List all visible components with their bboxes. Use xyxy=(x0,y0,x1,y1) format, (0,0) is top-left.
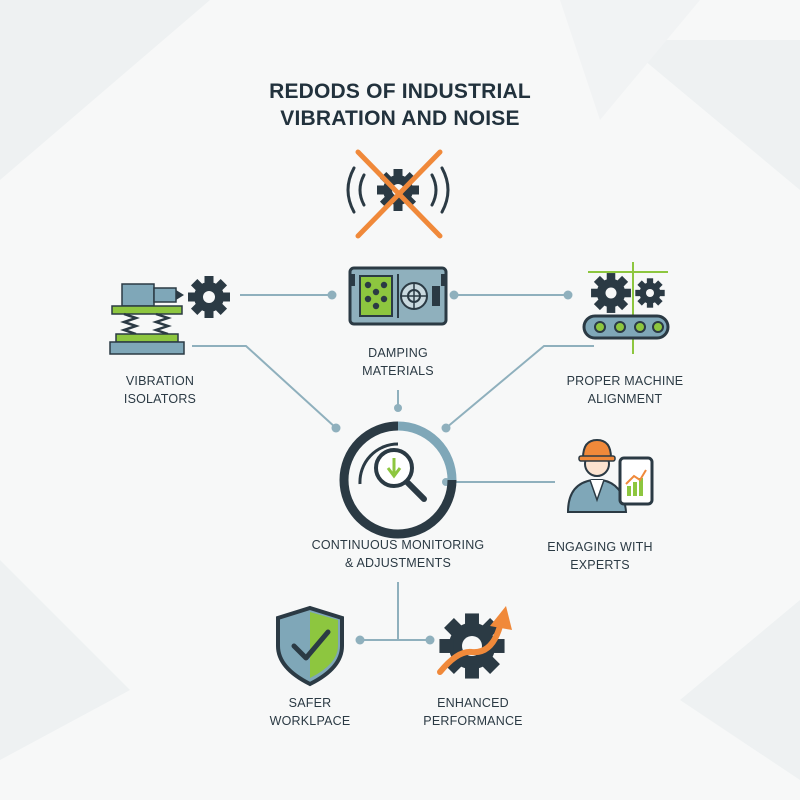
label-enhanced-performance: ENHANCED PERFORMANCE xyxy=(423,696,523,728)
label-continuous-monitoring: CONTINUOUS MONITORING & ADJUSTMENTS xyxy=(311,538,485,570)
page-title: REDODS OF INDUSTRIAL VIBRATION AND NOISE xyxy=(150,78,650,132)
label-safer-workplace: SAFER WORKLPACE xyxy=(269,696,351,728)
connector-isolators-monitoring xyxy=(192,345,337,429)
label-proper-machine-alignment: PROPER MACHINE ALIGNMENT xyxy=(566,374,684,406)
title-line-1: REDODS OF INDUSTRIAL xyxy=(269,80,531,103)
label-engaging-experts: ENGAGING WITH EXPERTS xyxy=(547,540,653,572)
label-vibration-isolators: VIBRATION ISOLATORS xyxy=(123,374,197,406)
label-damping-materials: DAMPING MATERIALS xyxy=(362,346,434,378)
connector-alignment-monitoring xyxy=(445,345,594,429)
title-line-2: VIBRATION AND NOISE xyxy=(280,107,520,130)
